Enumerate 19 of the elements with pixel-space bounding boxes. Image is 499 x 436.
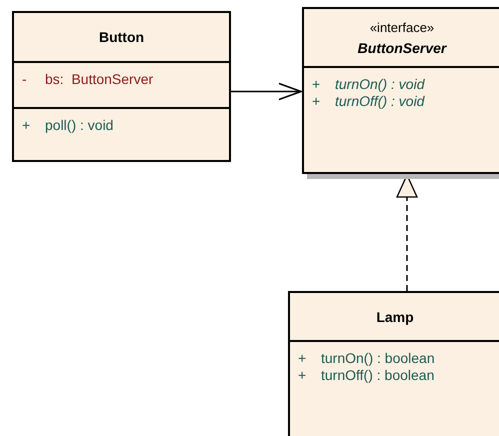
association-arrow [231,82,302,100]
method: poll() : void [45,117,114,134]
attribute: bs: ButtonServer [45,71,154,88]
visibility-marker: + [297,350,308,367]
visibility-marker: + [297,367,308,384]
visibility-marker: + [311,76,322,93]
class-box [288,291,499,436]
visibility-marker: - [21,71,28,88]
class-box [12,11,231,162]
class-name: Button [98,28,144,47]
stereotype: «interface» [370,18,434,36]
method: turnOn() : void [335,76,424,93]
visibility-marker: + [311,93,322,110]
method: turnOff() : boolean [321,367,434,384]
interface-name: ButtonServer [358,38,446,58]
class-name: Lamp [376,308,414,326]
visibility-marker: + [21,117,32,134]
method: turnOff() : void [335,93,424,110]
method: turnOn() : boolean [321,350,435,367]
